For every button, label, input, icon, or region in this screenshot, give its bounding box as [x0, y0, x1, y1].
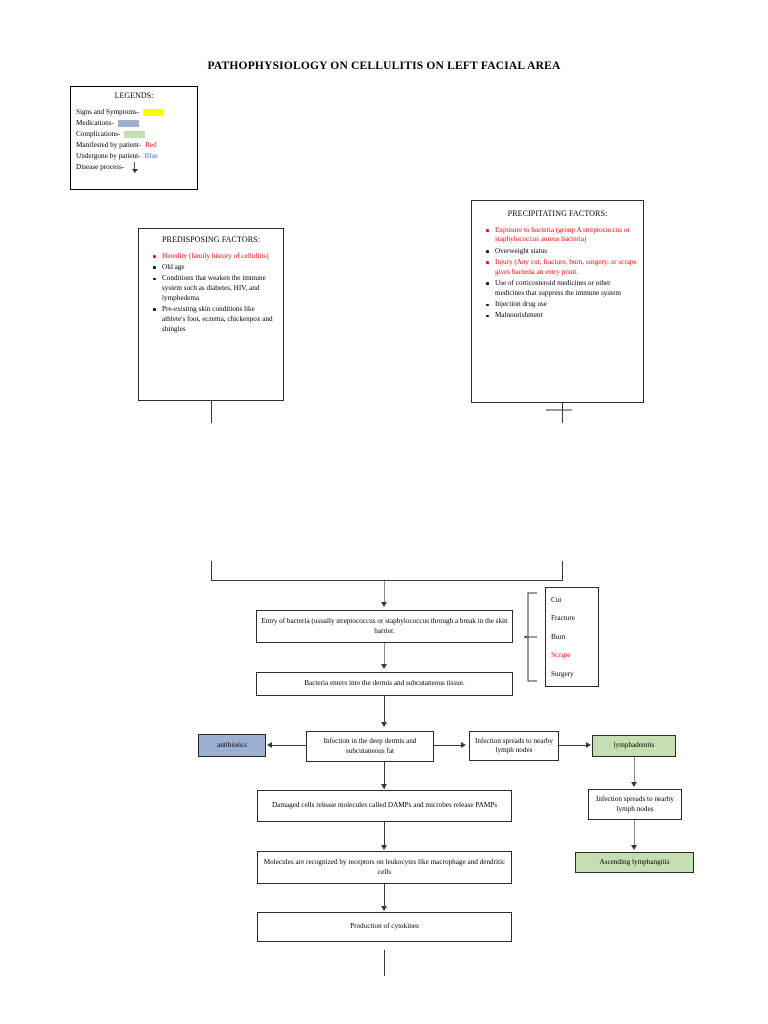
arrow-left-icon	[267, 741, 272, 748]
connector-molecules-to-cytokines	[384, 884, 385, 910]
connector-precipitating-stub	[562, 403, 563, 423]
flow-box-text: Infection spreads to nearby lymph nodes	[595, 795, 675, 813]
legend-row-disease-process: Disease process-	[71, 161, 197, 173]
list-item: Surgery	[551, 669, 574, 678]
flow-box-text: Bacteria enters into the dermis and subc…	[304, 679, 465, 688]
connector-infection-to-damps	[384, 762, 385, 789]
arrow-down-icon	[630, 782, 637, 787]
flow-box-damps-pamps: Damaged cells release molecules called D…	[257, 790, 512, 822]
arrow-down-icon	[630, 845, 637, 850]
legend-row-manifested-by-patient: Manifested by patient- Red	[71, 140, 197, 151]
legend-heading: LEGENDS:	[114, 91, 154, 100]
list-item: Overweight status	[486, 247, 639, 257]
list-item: Malnourishment	[486, 311, 639, 321]
flow-box-bacteria-enters-dermis: Bacteria enters into the dermis and subc…	[256, 672, 513, 696]
connector-merge-to-entry	[384, 581, 385, 605]
legend-row-medications: Medications-	[71, 118, 197, 129]
list-item: Use of corticosteroid medicines or other…	[486, 279, 639, 299]
swatch-yellow-icon	[143, 108, 165, 116]
swatch-blue-icon	[117, 119, 139, 127]
connector-predisposing-stub	[211, 401, 212, 423]
legend-row-undergone-by-patient: Undergone by patient- Blue	[71, 151, 197, 162]
flow-box-molecules-recognized: Molecules are recognized by receptors on…	[257, 851, 512, 884]
flow-box-text: lymphadenitis	[613, 741, 655, 750]
legend-row-signs-and-symptoms: Signs and Symptoms-	[71, 107, 197, 118]
flow-box-infection-spreads-1: Infection spreads to nearby lymph nodes	[469, 731, 559, 761]
flow-box-ascending-lymphangitis: Ascending lymphangitis	[575, 852, 694, 873]
legend-box: LEGENDS: Signs and Symptoms- Medications…	[70, 86, 198, 190]
arrow-down-icon	[380, 845, 387, 850]
predisposing-factors-title: PREDISPOSING FACTORS:	[161, 235, 261, 244]
flow-box-text: Molecules are recognized by receptors on…	[263, 858, 506, 876]
arrow-down-icon	[380, 906, 387, 911]
list-item: Burn	[551, 632, 566, 641]
legend-label: Signs and Symptoms-	[76, 107, 140, 116]
connector-cytokines-continues	[384, 950, 385, 976]
arrow-down-icon	[380, 664, 387, 669]
connector-damps-to-molecules	[384, 822, 385, 848]
connector-dermis-to-infection	[384, 696, 385, 726]
arrow-right-icon	[586, 741, 591, 748]
flow-box-infection-deep-dermis: Infection in the deep dermis and subcuta…	[306, 731, 434, 762]
legend-label: Medications-	[76, 118, 114, 127]
predisposing-factors-box: PREDISPOSING FACTORS: Heredity (family h…	[138, 228, 284, 401]
arrow-down-icon	[380, 602, 387, 607]
legend-word-blue: Blue	[144, 151, 159, 160]
flow-box-text: Ascending lymphangitis	[599, 857, 670, 866]
swatch-green-icon	[124, 130, 146, 138]
stray-dash-mark	[546, 409, 572, 411]
predisposing-factors-list: Heredity (family history of cellulitis) …	[143, 252, 279, 335]
list-item: Injury (Any cut, fracture, burn, surgery…	[486, 258, 639, 278]
page-title: PATHOPHYSIOLOGY ON CELLULITIS ON LEFT FA…	[207, 60, 561, 72]
list-item: Old age	[153, 263, 279, 273]
legend-label: Complications-	[76, 129, 121, 138]
flow-box-text: Entry of bacteria (usually streptococcus…	[261, 617, 508, 635]
arrow-down-icon	[380, 722, 387, 727]
flow-box-text: Damaged cells release molecules called D…	[271, 801, 498, 810]
connector-infection-to-antibiotics	[272, 745, 306, 746]
flow-box-text: Infection in the deep dermis and subcuta…	[323, 737, 417, 755]
list-item: Pre-existing skin conditions like athlet…	[153, 305, 279, 334]
list-item: Injection drug use	[486, 300, 639, 310]
flow-box-text: antibiotics	[217, 740, 247, 749]
injury-types-box: Cut Fracture Burn Scrape Surgery	[545, 587, 599, 687]
flow-box-text: Infection spreads to nearby lymph nodes	[474, 736, 554, 755]
connector-spreads1-to-lymphadenitis	[559, 745, 589, 746]
list-item: Heredity (family history of cellulitis)	[153, 252, 279, 262]
connector-spreads2-to-ascending	[634, 820, 635, 848]
precipitating-factors-box: PRECIPITATING FACTORS: Exposure to bacte…	[471, 200, 644, 403]
list-item: Fracture	[551, 614, 575, 623]
connector-infection-to-spreads1	[434, 745, 464, 746]
connector-merge-left-vertical	[211, 561, 212, 581]
flow-box-infection-spreads-2: Infection spreads to nearby lymph nodes	[588, 789, 682, 820]
list-item: Conditions that weaken the immune system…	[153, 274, 279, 303]
arrow-right-icon	[461, 741, 466, 748]
connector-merge-right-vertical	[562, 561, 563, 581]
flow-box-entry-of-bacteria: Entry of bacteria (usually streptococcus…	[256, 610, 513, 643]
legend-label: Manifested by patient-	[76, 140, 142, 149]
list-item: Exposure to bacteria (group A streptococ…	[486, 226, 639, 246]
connector-entry-to-dermis	[384, 643, 385, 667]
arrow-down-icon	[130, 161, 139, 173]
flow-box-lymphadenitis: lymphadenitis	[592, 735, 676, 757]
connector-lymphadenitis-to-spreads2	[634, 757, 635, 785]
legend-word-red: Red	[145, 140, 157, 149]
legend-label: Undergone by patient-	[76, 151, 141, 160]
precipitating-factors-title: PRECIPITATING FACTORS:	[507, 209, 608, 218]
connector-merge-horizontal	[211, 580, 563, 581]
list-item: Cut	[551, 595, 562, 604]
curly-brace-icon	[524, 592, 537, 682]
precipitating-factors-list: Exposure to bacteria (group A streptococ…	[476, 226, 639, 322]
list-item: Scrape	[551, 651, 571, 660]
flow-box-production-of-cytokines: Production of cytokines	[257, 912, 512, 942]
legend-label: Disease process-	[76, 162, 125, 171]
arrow-down-icon	[380, 784, 387, 789]
flow-box-antibiotics: antibiotics	[198, 734, 266, 757]
legend-row-complications: Complications-	[71, 129, 197, 140]
flow-box-text: Production of cytokines	[350, 922, 419, 931]
